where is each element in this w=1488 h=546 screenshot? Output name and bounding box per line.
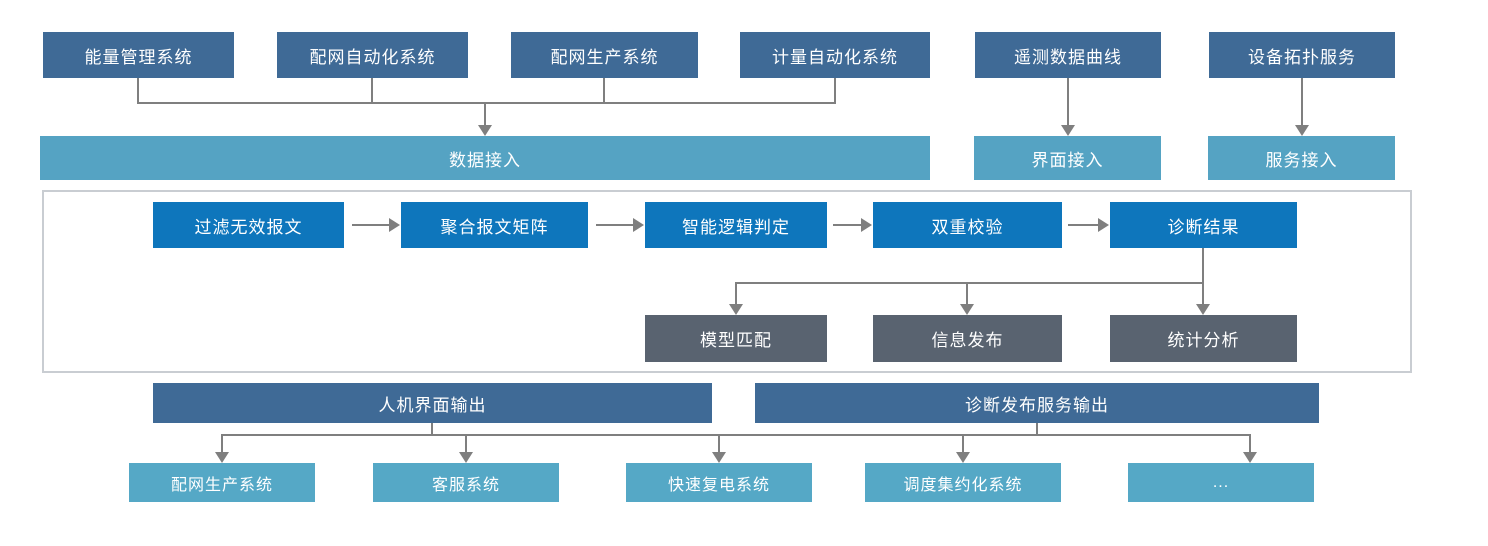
flow-step-box-aggregate-message-matrix: 聚合报文矩阵 [401, 202, 588, 248]
source-system-box-metering-automation: 计量自动化系统 [740, 32, 930, 78]
arrowhead-down-icon [1243, 452, 1257, 463]
target-system-box-rapid-power-restoration: 快速复电系统 [626, 463, 812, 502]
connector-line [735, 282, 1204, 284]
connector-line [371, 78, 373, 104]
interface-access-bar: 界面接入 [974, 136, 1161, 180]
arrowhead-down-icon [956, 452, 970, 463]
connector-line [1301, 78, 1303, 126]
arrowhead-down-icon [712, 452, 726, 463]
arrowhead-down-icon [729, 304, 743, 315]
connector-line [137, 102, 836, 104]
connector-line [484, 102, 486, 126]
arrowhead-down-icon [960, 304, 974, 315]
arrowhead-down-icon [1061, 125, 1075, 136]
arrowhead-right-icon [861, 218, 872, 232]
connector-line [221, 434, 223, 453]
connector-line [431, 423, 433, 436]
output-channel-bar-diagnosis-publish-service: 诊断发布服务输出 [755, 383, 1319, 423]
target-system-box-ellipsis: ... [1128, 463, 1314, 502]
flow-step-box-double-verification: 双重校验 [873, 202, 1062, 248]
connector-line [1068, 224, 1099, 226]
source-system-box-telemetry-curve: 遥测数据曲线 [975, 32, 1161, 78]
connector-line [603, 78, 605, 104]
connector-line [1036, 423, 1038, 436]
arrowhead-right-icon [633, 218, 644, 232]
arrowhead-down-icon [459, 452, 473, 463]
connector-line [962, 434, 964, 453]
connector-line [1202, 282, 1204, 305]
target-system-box-dispatch-intensification: 调度集约化系统 [865, 463, 1061, 502]
arrowhead-right-icon [389, 218, 400, 232]
arrowhead-right-icon [1098, 218, 1109, 232]
connector-line [465, 434, 467, 453]
source-system-box-distribution-production: 配网生产系统 [511, 32, 698, 78]
source-system-box-energy-management: 能量管理系统 [43, 32, 234, 78]
target-system-box-customer-service: 客服系统 [373, 463, 559, 502]
service-access-bar: 服务接入 [1208, 136, 1395, 180]
arrowhead-down-icon [478, 125, 492, 136]
arrowhead-down-icon [215, 452, 229, 463]
source-system-box-device-topology: 设备拓扑服务 [1209, 32, 1395, 78]
data-access-bar: 数据接入 [40, 136, 930, 180]
connector-line [966, 282, 968, 305]
connector-line [718, 434, 720, 453]
source-system-box-distribution-automation: 配网自动化系统 [277, 32, 468, 78]
flow-step-box-diagnosis-result: 诊断结果 [1110, 202, 1297, 248]
connector-line [596, 224, 634, 226]
result-function-box-info-publishing: 信息发布 [873, 315, 1062, 362]
target-system-box-distribution-production: 配网生产系统 [129, 463, 315, 502]
connector-line [1249, 434, 1251, 453]
arrowhead-down-icon [1196, 304, 1210, 315]
flow-step-box-filter-invalid-messages: 过滤无效报文 [153, 202, 344, 248]
output-channel-bar-hmi-output: 人机界面输出 [153, 383, 712, 423]
arrowhead-down-icon [1295, 125, 1309, 136]
connector-line [352, 224, 390, 226]
result-function-box-statistical-analysis: 统计分析 [1110, 315, 1297, 362]
connector-line [834, 78, 836, 104]
connector-line [833, 224, 862, 226]
connector-line [1067, 78, 1069, 126]
connector-line [137, 78, 139, 104]
connector-line [1202, 248, 1204, 284]
connector-line [735, 282, 737, 305]
flow-step-box-intelligent-logic-judgment: 智能逻辑判定 [645, 202, 827, 248]
connector-line [221, 434, 1251, 436]
result-function-box-model-matching: 模型匹配 [645, 315, 827, 362]
